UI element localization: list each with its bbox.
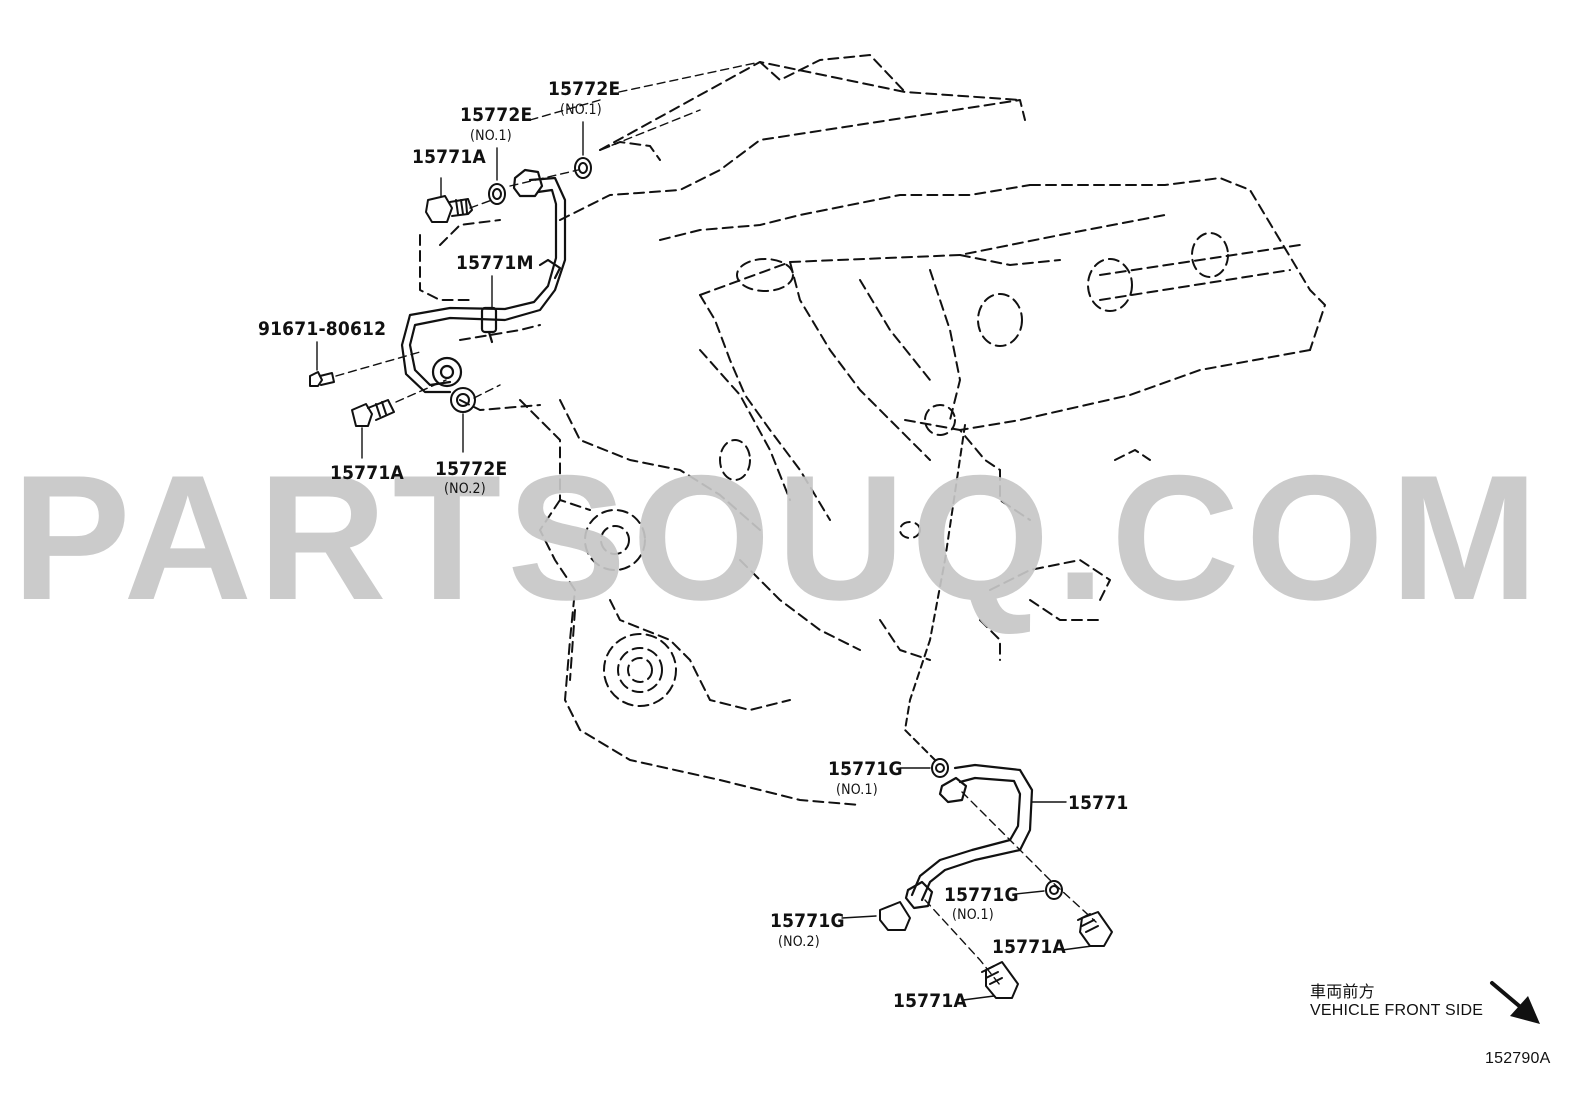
label-15772e-top-sub: (NO.1) (560, 102, 602, 118)
label-15771g-no1-upper: 15771G (828, 758, 903, 780)
label-15772e-no2-sub: (NO.2) (444, 481, 486, 497)
label-15771g-no2: 15771G (770, 910, 845, 932)
direction-note-en: VEHICLE FRONT SIDE (1310, 1002, 1484, 1019)
upper-oil-pipe (400, 168, 567, 394)
direction-note-jp: 車両前方 (1310, 984, 1375, 1001)
label-91671-80612: 91671-80612 (258, 318, 387, 340)
front-arrow-icon (1490, 981, 1540, 1024)
small-bolt (309, 371, 335, 387)
label-15772e-top: 15772E (548, 78, 621, 100)
leaders-top (316, 61, 761, 459)
union-bolt-lower (351, 399, 395, 427)
gaskets-top (450, 157, 592, 413)
label-15771m: 15771M (456, 252, 534, 274)
label-15771a-bottom: 15771A (893, 990, 967, 1012)
label-15771a-left: 15771A (330, 462, 404, 484)
label-15771g-no2-sub: (NO.2) (778, 934, 820, 950)
union-bolt-upper (425, 195, 473, 223)
label-15771g-no1-lower: 15771G (944, 884, 1019, 906)
label-15772e-mid-sub: (NO.1) (470, 128, 512, 144)
label-15771g-no1-lower-sub: (NO.1) (952, 907, 994, 923)
leaders-bottom (841, 767, 1097, 1001)
label-15771a-right: 15771A (992, 936, 1066, 958)
label-15772e-no2: 15772E (435, 458, 508, 480)
engine-outline (419, 54, 1326, 806)
label-15772e-mid: 15772E (460, 104, 533, 126)
label-15771g-no1-upper-sub: (NO.1) (836, 782, 878, 798)
lower-oil-pipe (904, 763, 1034, 910)
figure-code: 152790A (1485, 1050, 1551, 1067)
label-15771a-upper: 15771A (412, 146, 486, 168)
label-15771: 15771 (1068, 792, 1129, 814)
